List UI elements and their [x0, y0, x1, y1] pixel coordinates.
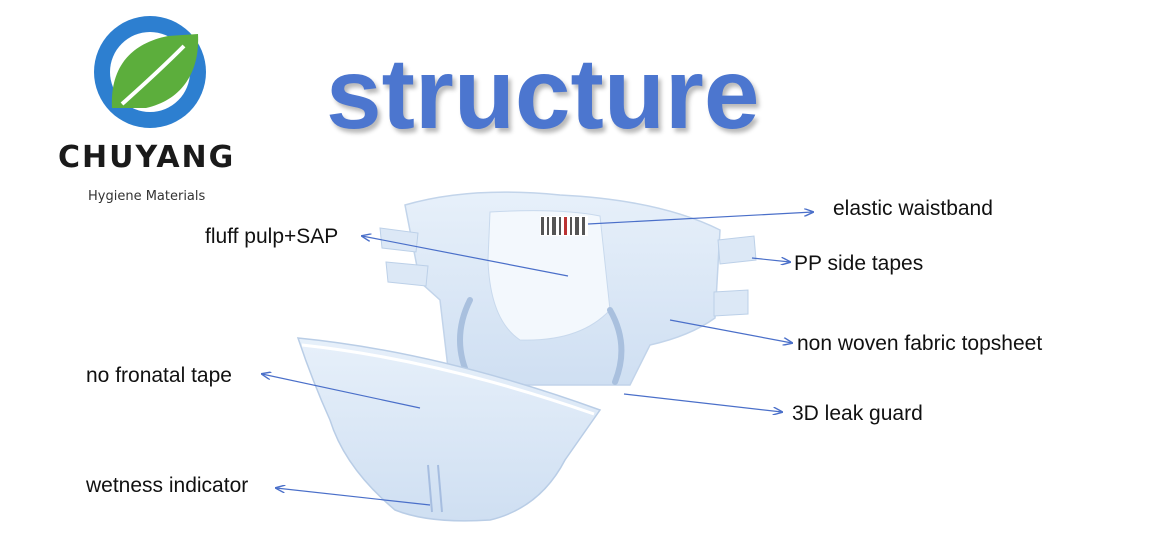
label-3d-leak-guard: 3D leak guard	[792, 402, 923, 425]
callout-arrows	[262, 212, 813, 506]
brand-name: CHUYANG	[58, 140, 236, 175]
brand-subtitle: Hygiene Materials	[88, 189, 206, 204]
label-non-woven-topsheet: non woven fabric topsheet	[797, 332, 1043, 355]
arrow-frontal-tape	[262, 374, 421, 409]
arrow-elastic-waistband	[587, 212, 813, 225]
brand-logo	[94, 16, 206, 128]
arrow-fluff-pulp	[362, 236, 569, 277]
page-title: structure	[326, 38, 760, 150]
label-no-frontal-tape: no fronatal tape	[86, 364, 232, 387]
arrow-pp-side-tapes	[751, 258, 790, 262]
diaper-illustration	[296, 191, 757, 522]
barcode-mark	[540, 216, 588, 236]
label-wetness-indicator: wetness indicator	[86, 474, 249, 497]
arrow-wetness-indicator	[276, 488, 431, 506]
label-pp-side-tapes: PP side tapes	[794, 252, 924, 275]
label-fluff-pulp-sap: fluff pulp+SAP	[205, 225, 339, 248]
arrow-leak-guard	[623, 393, 782, 412]
arrow-topsheet	[669, 319, 792, 343]
label-elastic-waistband: elastic waistband	[833, 197, 993, 220]
